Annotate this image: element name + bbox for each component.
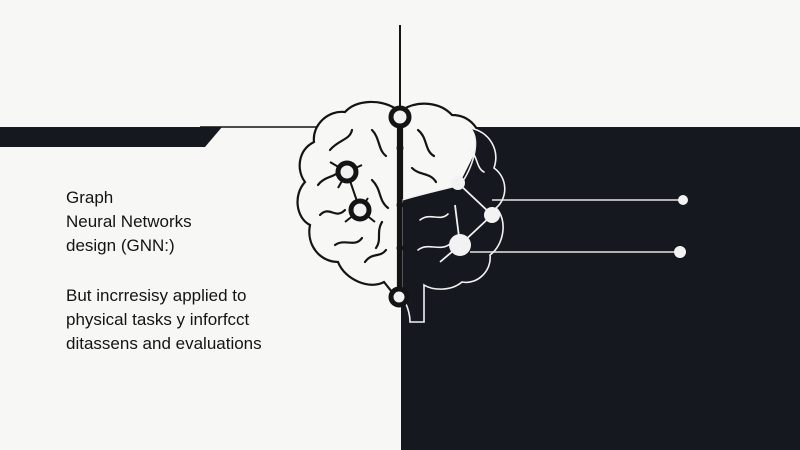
graph-node-icon xyxy=(335,160,359,184)
dark-band xyxy=(0,127,222,147)
graph-node-bottom-icon xyxy=(388,286,410,308)
title-line: Graph xyxy=(66,188,114,207)
graph-node-large-icon xyxy=(449,234,471,256)
connector-endpoint-icon xyxy=(674,246,686,258)
dark-panel xyxy=(401,127,800,450)
description-line: ditassens and evaluations xyxy=(66,334,262,353)
graph-node-icon xyxy=(484,207,500,223)
graph-node-top-icon xyxy=(388,105,412,129)
title-text: Graph Neural Networks design (GNN:) xyxy=(66,186,192,258)
title-line: design (GNN:) xyxy=(66,236,175,255)
description-line: But incrresisy applied to xyxy=(66,286,247,305)
brain-left-hemisphere-icon xyxy=(296,100,400,294)
connector-endpoint-icon xyxy=(678,195,688,205)
description-line: physical tasks y inforfcct xyxy=(66,310,250,329)
graph-node-icon xyxy=(348,198,372,222)
title-line: Neural Networks xyxy=(66,212,192,231)
description-text: But incrresisy applied to physical tasks… xyxy=(66,284,262,356)
brain-right-hemisphere-icon xyxy=(401,126,506,323)
graph-node-icon xyxy=(451,176,465,190)
